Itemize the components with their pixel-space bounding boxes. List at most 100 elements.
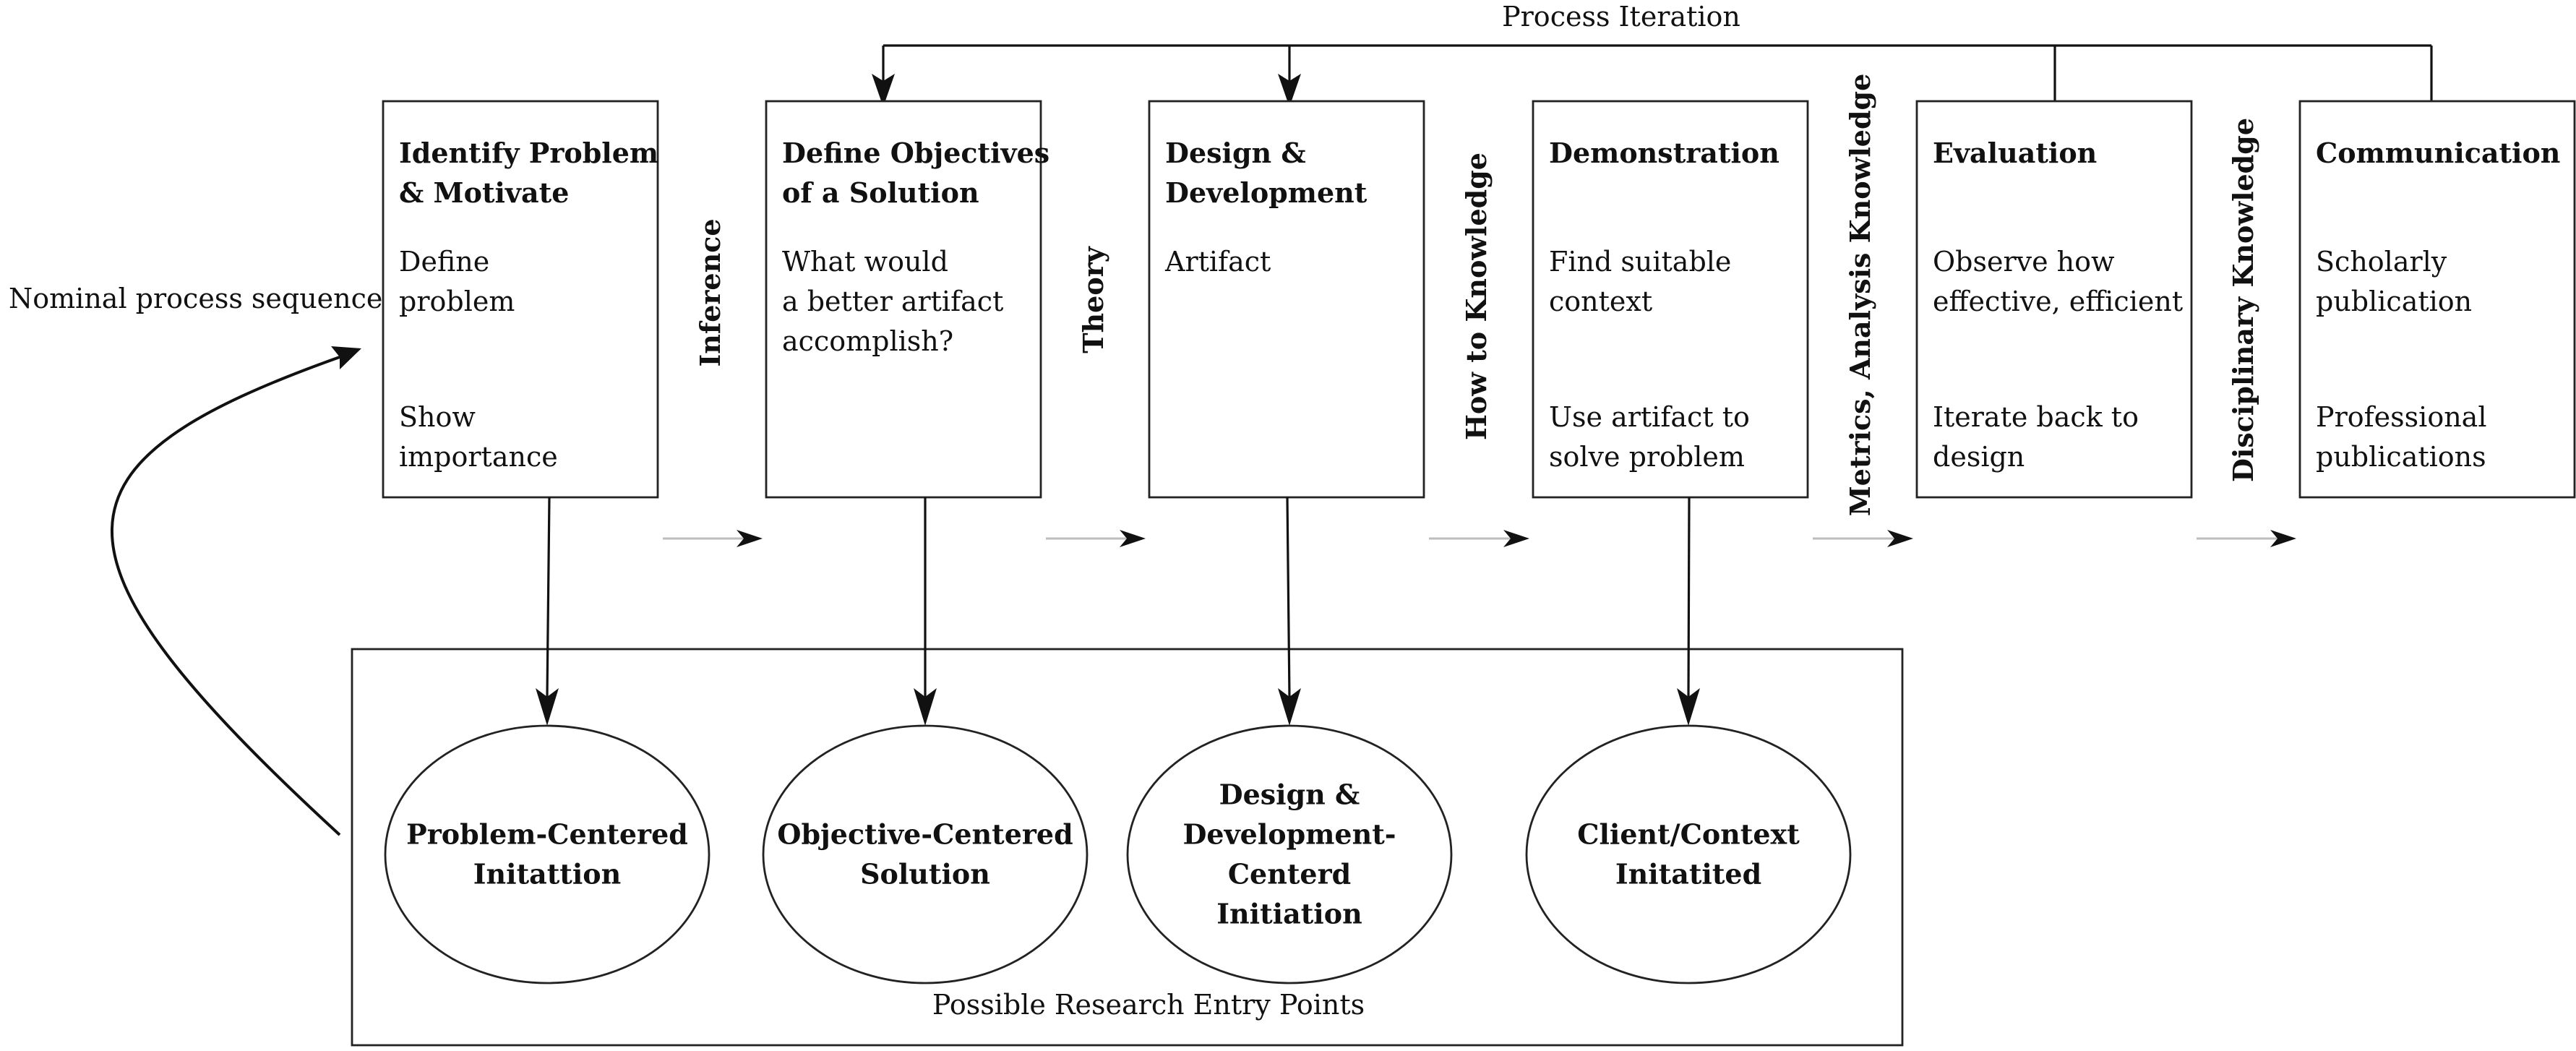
entry-arrow-line (546, 497, 551, 698)
entry-point-label: Objective-Centered (777, 818, 1073, 851)
activity-description: Find suitable (1549, 246, 1731, 278)
activity-description: effective, efficient (1933, 286, 2183, 317)
activity-box-objectives (765, 100, 1042, 499)
entry-arrowhead (536, 688, 559, 726)
knowledge-label: Metrics, Analysis Knowledge (1844, 74, 1876, 517)
activity-title: of a Solution (782, 176, 979, 209)
activity-description: solve problem (1549, 441, 1745, 473)
activity-title: & Motivate (399, 176, 569, 209)
activity-title: Define Objectives (782, 137, 1049, 169)
activity-description: publication (2316, 286, 2472, 317)
activity-description: What would (782, 246, 948, 278)
sequence-arrowhead (2270, 530, 2296, 547)
activity-box-communication (2298, 100, 2576, 499)
activity-description: Professional (2316, 401, 2486, 433)
activity-description: Observe how (1933, 246, 2115, 278)
activity-description: problem (399, 286, 515, 317)
entry-points-frame (351, 648, 1904, 1047)
activity-description: Iterate back to (1933, 401, 2139, 433)
entry-point-label: Problem-Centered (406, 818, 688, 851)
activity-description: Use artifact to (1549, 401, 1750, 433)
activity-description: Artifact (1164, 246, 1271, 278)
entry-arrowhead (1278, 688, 1301, 726)
activity-title: Identify Problem (399, 137, 658, 169)
entry-point-label: Initattion (473, 858, 622, 891)
activity-description: importance (399, 441, 558, 473)
entry-point-label: Client/Context (1577, 818, 1800, 851)
sequence-arrow (663, 530, 763, 547)
knowledge-label: Disciplinary Knowledge (2227, 118, 2259, 482)
entry-arrow (1278, 497, 1301, 726)
activity-title: Evaluation (1933, 137, 2097, 169)
entry-point-label: Initiation (1216, 898, 1362, 930)
sequence-arrowhead (737, 530, 763, 547)
entry-point-label: Initatited (1615, 858, 1761, 891)
activity-description: a better artifact (782, 286, 1003, 317)
activity-title: Design & (1165, 137, 1306, 169)
sequence-arrow (1429, 530, 1529, 547)
entry-arrowhead (914, 688, 937, 726)
entry-points-label: Possible Research Entry Points (932, 989, 1365, 1021)
entry-arrow (914, 497, 937, 726)
activity-description: Scholarly (2316, 246, 2447, 278)
sequence-arrowhead (1503, 530, 1529, 547)
knowledge-label: How to Knowledge (1460, 153, 1493, 440)
sequence-arrow (2197, 530, 2296, 547)
entry-arrowhead (1677, 688, 1700, 726)
activity-box-identify (382, 100, 659, 499)
entry-point-label: Development- (1182, 818, 1396, 851)
entry-point-ellipse (762, 724, 1089, 984)
knowledge-label: Theory (1077, 246, 1109, 353)
entry-arrow-line (1286, 497, 1291, 698)
sequence-arrow (1046, 530, 1146, 547)
nominal-sequence-curve (111, 356, 341, 836)
entry-arrow (1677, 497, 1700, 726)
entry-point-arrows (536, 497, 1700, 726)
entry-point-ellipses: Problem-CenteredInitattionObjective-Cent… (384, 724, 1852, 984)
activity-description: accomplish? (782, 325, 953, 357)
nominal-sequence-label: Nominal process sequence (9, 283, 382, 314)
entry-point-ellipse (1126, 724, 1453, 984)
sequence-arrowhead (1887, 530, 1913, 547)
activity-boxes: Identify Problem& MotivateDefineproblemS… (382, 100, 2576, 499)
entry-point-label: Design & (1219, 778, 1360, 811)
activity-description: Define (399, 246, 489, 278)
sequence-arrows (663, 530, 2296, 547)
sequence-arrowhead (1120, 530, 1146, 547)
activity-box-design (1148, 100, 1425, 499)
entry-point-ellipse (1525, 724, 1852, 984)
entry-point-label: Solution (860, 858, 990, 891)
activity-title: Communication (2316, 137, 2560, 169)
process-iteration-label: Process Iteration (1502, 1, 1740, 33)
entry-arrow-line (1687, 497, 1691, 698)
activity-box-evaluation (1915, 100, 2193, 499)
activity-box-demonstration (1532, 100, 1809, 499)
activity-title: Demonstration (1549, 137, 1779, 169)
nominal-sequence-arrowhead (331, 346, 361, 369)
entry-point-ellipse (384, 724, 710, 984)
activity-description: design (1933, 441, 2025, 473)
knowledge-labels: Inference Theory How to Knowledge Metrics, … (694, 74, 2259, 517)
entry-arrow (536, 497, 559, 726)
entry-point-label: Centerd (1228, 858, 1351, 891)
sequence-arrow (1813, 530, 1913, 547)
activity-description: context (1549, 286, 1652, 317)
process-iteration-lines (872, 44, 2433, 107)
activity-title: Development (1165, 176, 1368, 209)
activity-description: publications (2316, 441, 2486, 473)
activity-description: Show (399, 401, 476, 433)
iteration-arrowhead-design (1278, 74, 1301, 107)
iteration-arrowhead-objectives (872, 74, 895, 107)
knowledge-label: Inference (694, 218, 726, 366)
